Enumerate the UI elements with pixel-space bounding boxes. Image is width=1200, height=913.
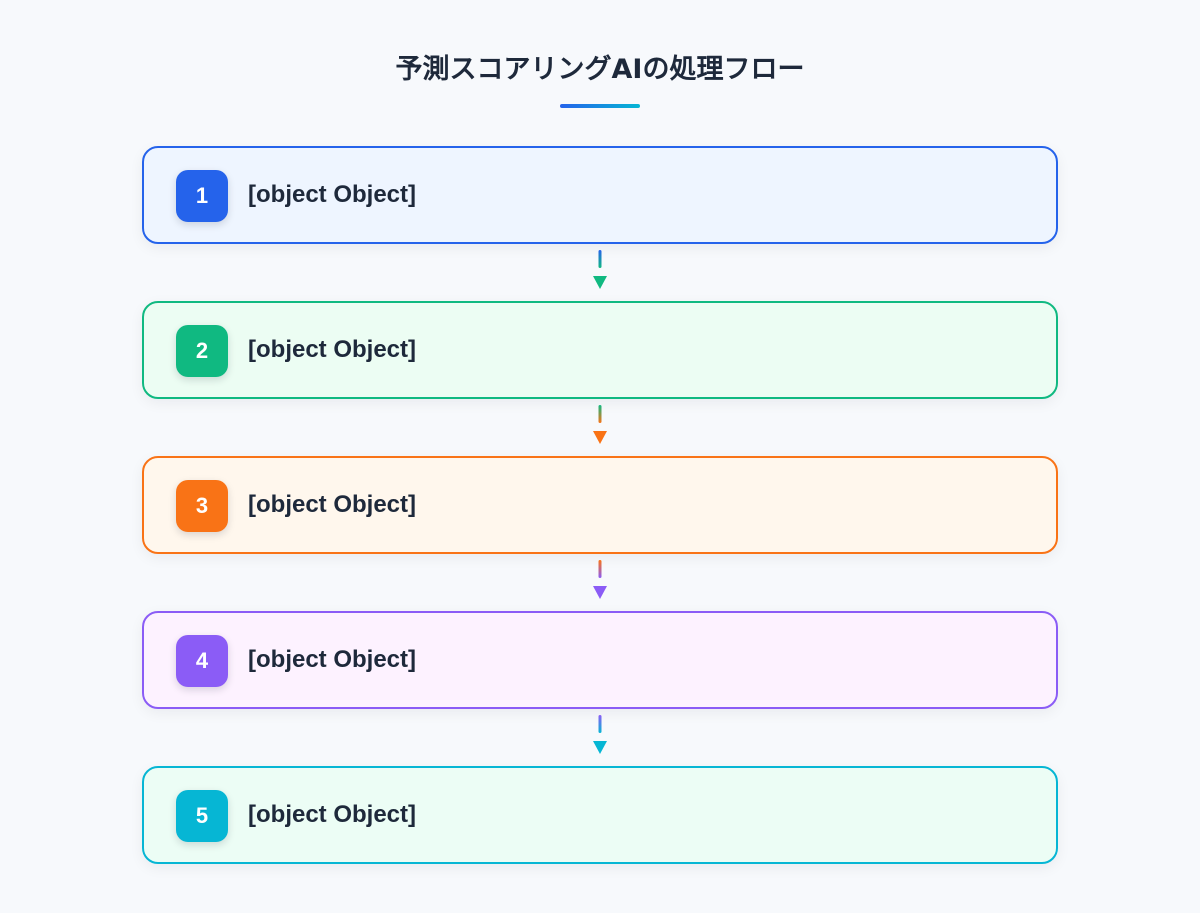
page-title: 予測スコアリングAIの処理フロー (395, 54, 805, 85)
step-number-badge-5: 5 (176, 790, 228, 842)
step-number-badge-4: 4 (176, 635, 228, 687)
step-number-badge-3: 3 (176, 480, 228, 532)
step-box-1: 1 [object Object] (142, 146, 1058, 244)
step-label-1: [object Object] (248, 181, 417, 208)
connector-arrow-3 (593, 560, 607, 599)
connector-line-2 (598, 405, 602, 423)
step-label-4: [object Object] (248, 646, 417, 673)
connector-arrowhead-3 (593, 586, 607, 599)
step-box-2: 2 [object Object] (142, 301, 1058, 399)
title-underline (560, 104, 640, 108)
connector-arrow-2 (593, 405, 607, 444)
connector-line-1 (598, 250, 602, 268)
connector-line-3 (598, 560, 602, 578)
connector-arrow-4 (593, 715, 607, 754)
step-label-2: [object Object] (248, 336, 417, 363)
step-label-3: [object Object] (248, 491, 417, 518)
step-box-3: 3 [object Object] (142, 456, 1058, 554)
step-number-badge-2: 2 (176, 325, 228, 377)
connector-line-4 (598, 715, 602, 733)
step-box-5: 5 [object Object] (142, 766, 1058, 864)
step-box-4: 4 [object Object] (142, 611, 1058, 709)
step-label-5: [object Object] (248, 801, 417, 828)
step-number-badge-1: 1 (176, 170, 228, 222)
connector-arrowhead-4 (593, 741, 607, 754)
connector-arrowhead-2 (593, 431, 607, 444)
connector-arrow-1 (593, 250, 607, 289)
connector-arrowhead-1 (593, 276, 607, 289)
